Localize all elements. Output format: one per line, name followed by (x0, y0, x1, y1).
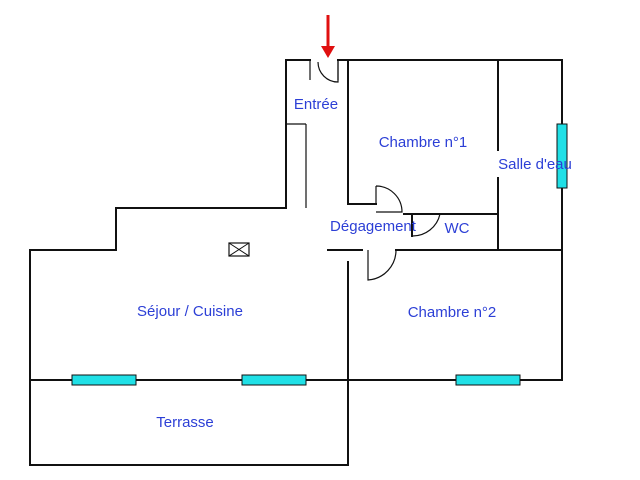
chambre1-door (375, 185, 403, 213)
label-sejour: Séjour / Cuisine (137, 303, 243, 320)
label-wc: WC (445, 220, 470, 237)
windows (71, 123, 568, 386)
wc-door (411, 213, 441, 237)
window-chambre2 (455, 374, 521, 386)
window-sejour-left (71, 374, 137, 386)
label-degagement: Dégagement (330, 218, 417, 235)
label-salle-deau: Salle d'eau (498, 156, 572, 173)
walls (29, 59, 563, 466)
entrance-door (317, 60, 339, 83)
label-chambre2: Chambre n°2 (408, 304, 497, 321)
window-salle-deau (556, 123, 568, 189)
entrance-arrow-icon (321, 15, 335, 58)
vent-box-icon (228, 242, 250, 257)
doors (317, 60, 441, 281)
chambre2-door (367, 249, 397, 281)
label-terrasse: Terrasse (156, 414, 214, 431)
window-sejour-right (241, 374, 307, 386)
label-entree: Entrée (294, 96, 338, 113)
label-chambre1: Chambre n°1 (379, 134, 468, 151)
